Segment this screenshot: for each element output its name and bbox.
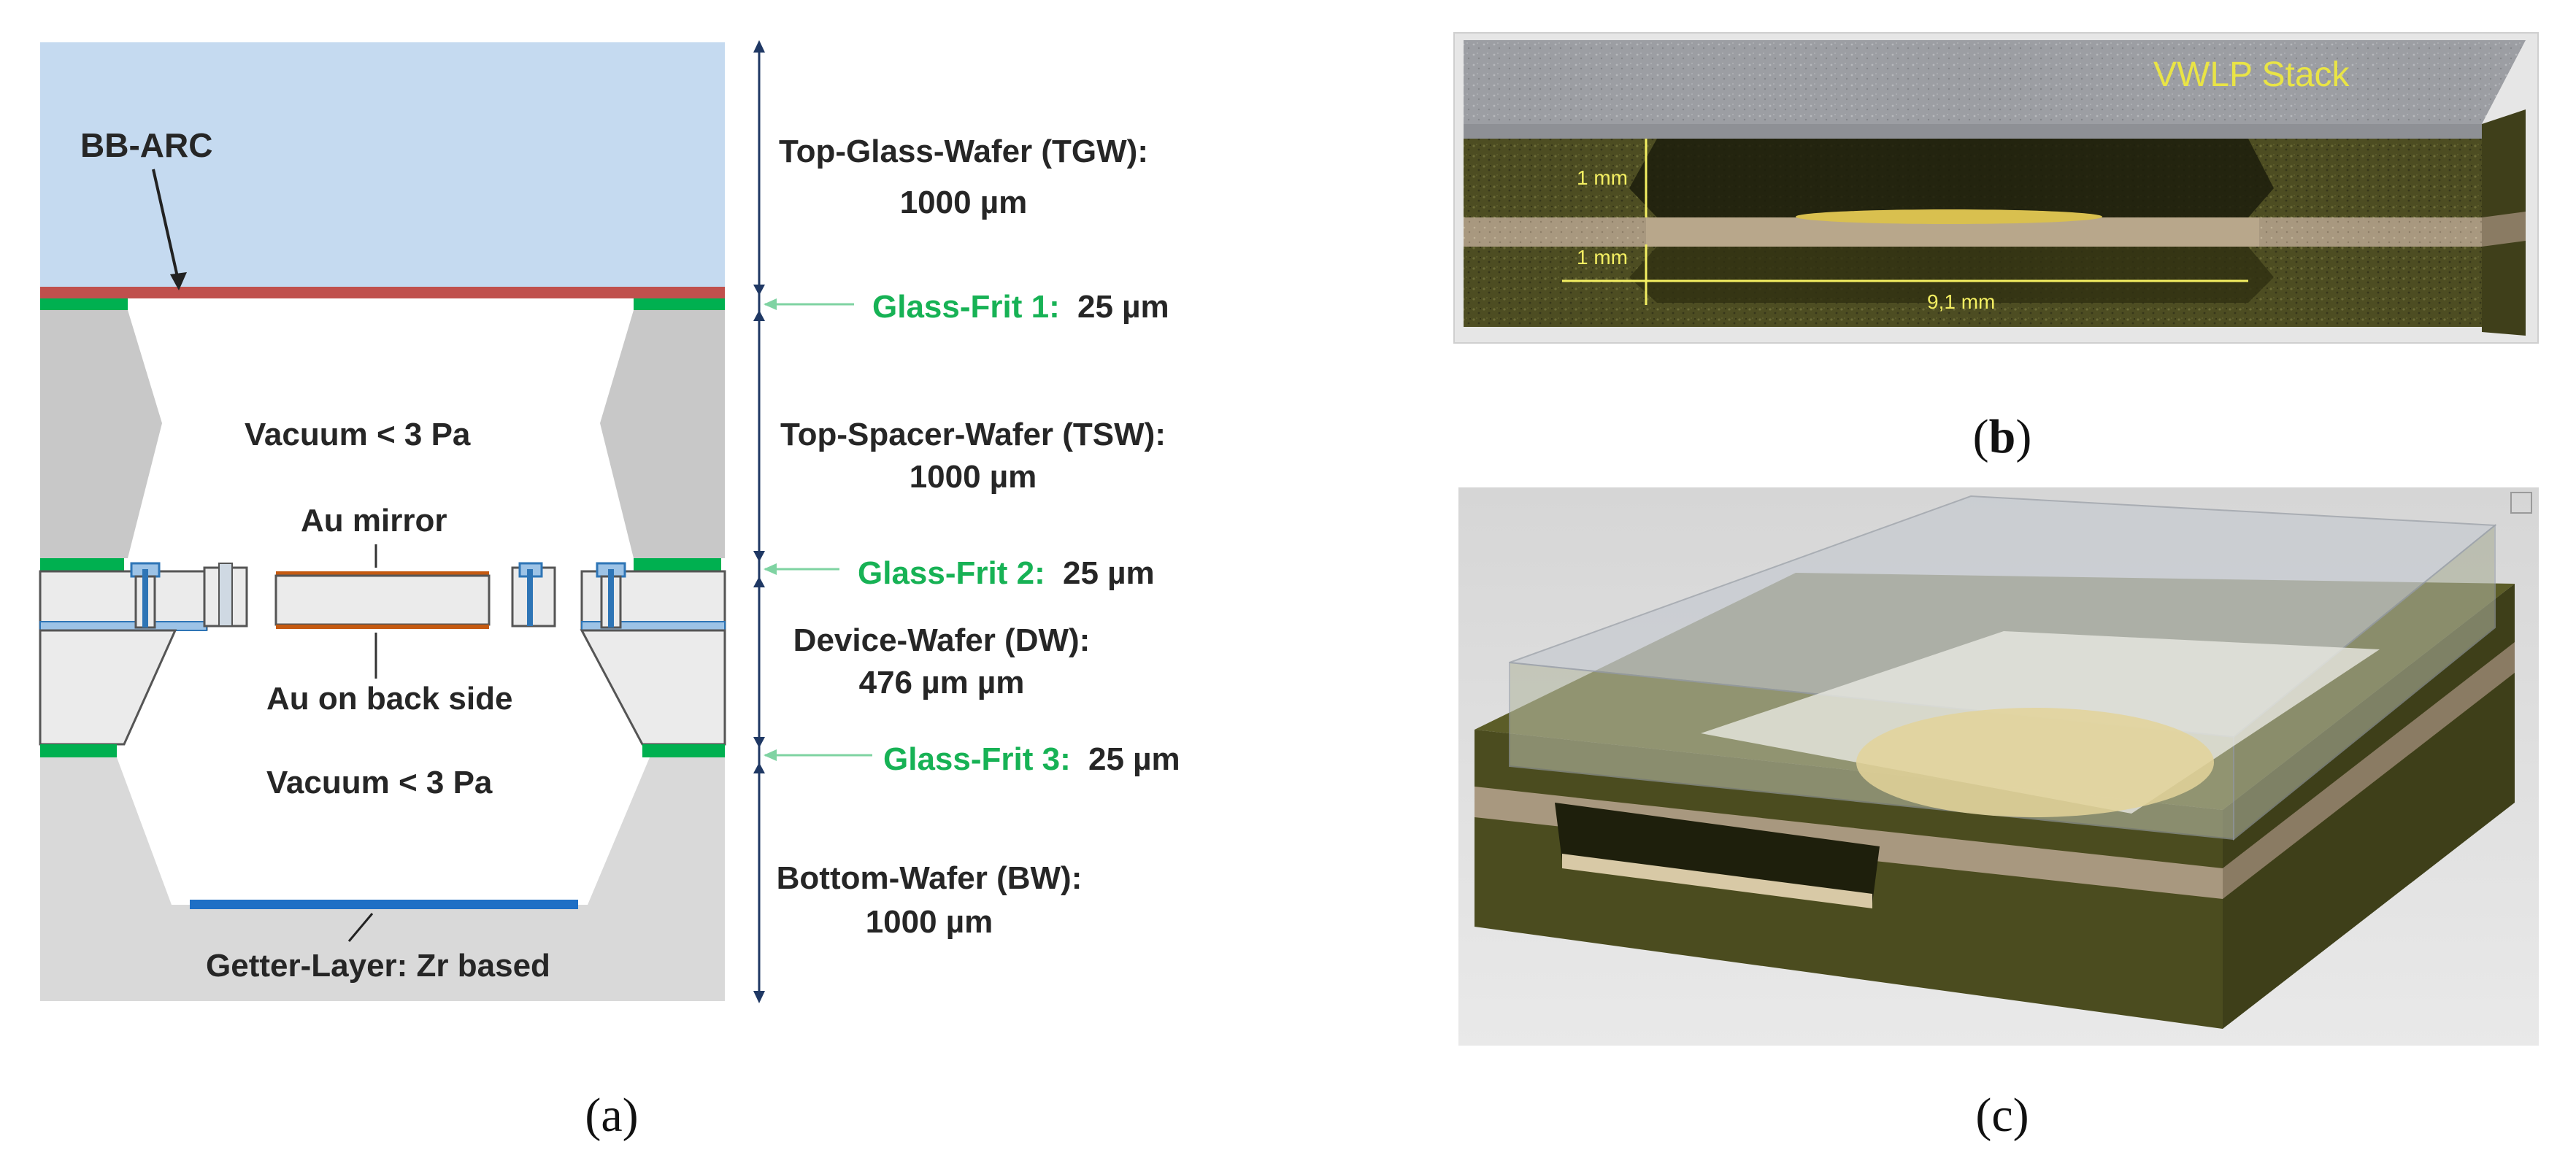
top-glass-wafer bbox=[40, 42, 725, 287]
bb-arc-arrow bbox=[152, 169, 180, 284]
frit3-name: Glass-Frit 3: bbox=[883, 741, 1071, 777]
frit1-pointer-head bbox=[764, 298, 777, 310]
axis-arrow-bottom bbox=[753, 991, 765, 1003]
bb-arc-arrowhead bbox=[170, 272, 187, 290]
device-wafer-lower-right bbox=[580, 629, 726, 746]
frit2-name: Glass-Frit 2: bbox=[858, 555, 1045, 591]
axis-arrow-bw-top bbox=[753, 762, 765, 773]
dw-name: Device-Wafer (DW): bbox=[793, 622, 1091, 658]
frit3-thickness: 25 µm bbox=[1088, 741, 1180, 777]
tsw-thickness: 1000 µm bbox=[910, 459, 1037, 495]
caption-a: (a) bbox=[585, 1089, 638, 1142]
au-back-coating bbox=[276, 625, 489, 629]
tgw-thickness: 1000 µm bbox=[900, 185, 1028, 220]
panel-b-stack-render: VWLP Stack 1 mm 1 mm 9,1 mm (b) bbox=[1453, 32, 2539, 463]
axis-arrow-top bbox=[753, 40, 765, 53]
upper-cavity bbox=[1629, 139, 2274, 217]
getter-layer bbox=[190, 900, 578, 909]
caption-c: (c) bbox=[1975, 1089, 2029, 1142]
stack-glass-top-face bbox=[1464, 124, 2482, 139]
axis-arrow-dw-bottom bbox=[753, 737, 765, 748]
vwlp-stack-label: VWLP Stack bbox=[2153, 55, 2350, 94]
au-back-label: Au on back side bbox=[266, 681, 512, 717]
frit1-label: Glass-Frit 1: 25 µm bbox=[872, 289, 1169, 325]
device-membrane-left bbox=[39, 621, 207, 631]
tgw-name: Top-Glass-Wafer (TGW): bbox=[779, 134, 1148, 169]
bb-arc-layer bbox=[40, 287, 725, 298]
spring-anchor-right bbox=[596, 562, 626, 629]
dim-upper-label: 1 mm bbox=[1577, 166, 1628, 189]
spring-anchor-left bbox=[130, 562, 161, 629]
au-mirror-coating bbox=[276, 571, 489, 576]
package-cavity-floor bbox=[1562, 854, 1872, 908]
frit3-label: Glass-Frit 3: 25 µm bbox=[883, 741, 1180, 777]
glass-frit-2-left bbox=[40, 558, 124, 571]
bb-arc-label: BB-ARC bbox=[80, 126, 212, 164]
frit1-thickness: 25 µm bbox=[1077, 289, 1169, 325]
stack-side-face-tan bbox=[2482, 212, 2526, 247]
caption-b: (b) bbox=[1973, 410, 2032, 463]
frit2-thickness: 25 µm bbox=[1063, 555, 1155, 591]
getter-label: Getter-Layer: Zr based bbox=[206, 948, 550, 984]
top-spacer-wafer-left bbox=[40, 310, 162, 558]
au-mirror-label: Au mirror bbox=[301, 503, 447, 538]
axis-arrow-tgw-bottom bbox=[753, 285, 765, 296]
axis-arrow-tsw-top bbox=[753, 310, 765, 321]
dim-lower-label: 1 mm bbox=[1577, 246, 1628, 269]
device-wafer-lower-left bbox=[39, 629, 177, 746]
tsw-name: Top-Spacer-Wafer (TSW): bbox=[780, 417, 1166, 452]
frit2-label: Glass-Frit 2: 25 µm bbox=[858, 555, 1155, 591]
glass-frit-2-right bbox=[634, 558, 721, 571]
top-spacer-wafer-right bbox=[600, 310, 725, 558]
dim-width-label: 9,1 mm bbox=[1927, 290, 1995, 313]
glass-frit-1-left bbox=[40, 298, 128, 310]
glass-frit-1-right bbox=[634, 298, 725, 310]
mirror-ellipse bbox=[1856, 708, 2214, 817]
getter-arrow bbox=[347, 913, 374, 942]
spring-anchor-inner-left bbox=[203, 563, 248, 628]
stack-glass-top bbox=[1464, 40, 2526, 124]
vacuum-bottom-label: Vacuum < 3 Pa bbox=[266, 765, 493, 800]
axis-arrow-dw-top bbox=[753, 576, 765, 587]
frit2-pointer-head bbox=[764, 563, 777, 575]
frit1-name: Glass-Frit 1: bbox=[872, 289, 1060, 325]
axis-arrow-tsw-bottom bbox=[753, 551, 765, 562]
vacuum-top-label: Vacuum < 3 Pa bbox=[245, 417, 471, 452]
bw-thickness: 1000 µm bbox=[866, 904, 993, 940]
panel-c-3d-render: (c) bbox=[1458, 487, 2539, 1142]
glass-frit-3-left bbox=[40, 744, 117, 757]
frit3-pointer-head bbox=[764, 749, 777, 761]
lower-cavity bbox=[1629, 247, 2274, 303]
mirror-plate bbox=[274, 574, 491, 626]
spring-anchor-inner-right bbox=[511, 562, 556, 628]
package-device-band-right bbox=[2223, 642, 2515, 899]
package-right-face bbox=[2223, 584, 2515, 1029]
bottom-wafer bbox=[40, 757, 725, 1001]
package-cavity-slit bbox=[1555, 803, 1880, 903]
bw-name: Bottom-Wafer (BW): bbox=[777, 860, 1083, 896]
mirror-disc bbox=[1796, 209, 2102, 224]
device-wafer-left bbox=[39, 570, 208, 631]
view-cube-icon bbox=[2510, 492, 2532, 514]
panel-a-cross-section: BB-ARC Vacuum < 3 Pa Au mirror Au on bac… bbox=[39, 40, 1180, 1142]
dw-thickness: 476 µm µm bbox=[859, 665, 1025, 700]
glass-lid-right bbox=[2233, 523, 2496, 841]
glass-frit-3-right bbox=[642, 744, 725, 757]
